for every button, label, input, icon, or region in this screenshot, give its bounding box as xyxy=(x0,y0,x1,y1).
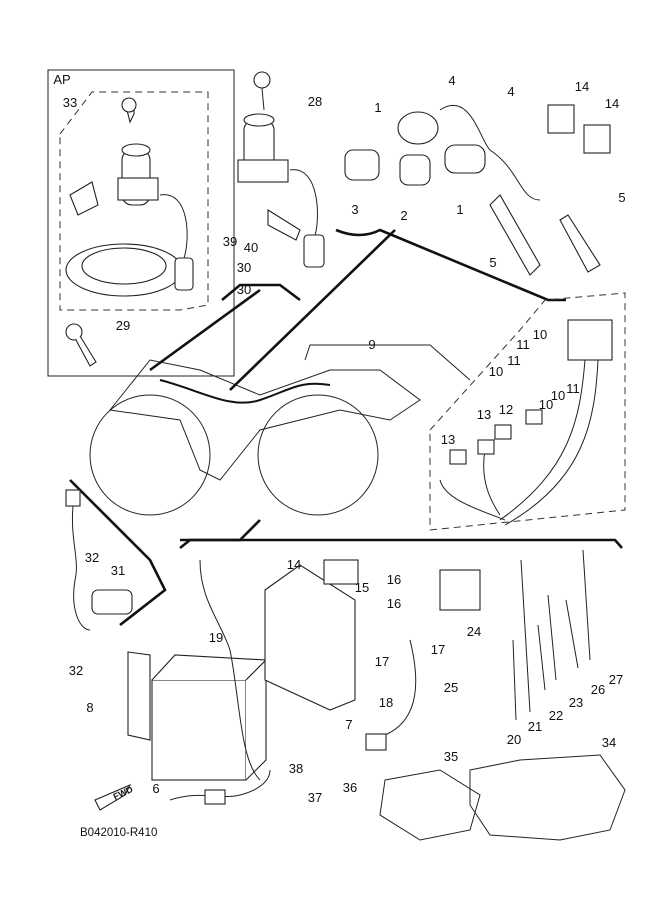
fwd-arrow-label: FWD xyxy=(112,784,135,802)
ap-group-label: AP xyxy=(53,72,70,87)
cable-connector xyxy=(204,789,226,805)
cable-18-end xyxy=(365,733,387,751)
leader-relay-group xyxy=(335,228,566,302)
sensor-31 xyxy=(65,489,133,631)
callout-2: 2 xyxy=(400,208,407,223)
callout-29: 29 xyxy=(116,318,130,333)
relay-parts xyxy=(344,104,611,276)
callout-1: 1 xyxy=(374,100,381,115)
key-29 xyxy=(65,323,97,367)
cable-18 xyxy=(384,639,417,736)
callout-3: 3 xyxy=(351,202,358,217)
harness-dashed-outline xyxy=(429,292,626,531)
leader-28-group xyxy=(221,283,301,302)
callout-18: 18 xyxy=(379,695,393,710)
wire-harness-9 xyxy=(439,319,613,526)
callout-28: 28 xyxy=(308,94,322,109)
leader-sensor-group xyxy=(69,479,167,627)
leader-9 xyxy=(304,344,471,381)
callout-32: 32 xyxy=(85,550,99,565)
callout-14: 14 xyxy=(605,96,619,111)
callout-9: 9 xyxy=(368,337,375,352)
callout-16: 16 xyxy=(387,572,401,587)
callout-16: 16 xyxy=(387,596,401,611)
lower-group-bracket xyxy=(179,538,623,550)
callout-8: 8 xyxy=(86,700,93,715)
callout-27: 27 xyxy=(609,672,623,687)
callout-21: 21 xyxy=(528,719,542,734)
callout-5: 5 xyxy=(489,255,496,270)
callout-14: 14 xyxy=(575,79,589,94)
callout-31: 31 xyxy=(111,563,125,578)
leader-switch-to-bike xyxy=(149,288,261,372)
callout-4: 4 xyxy=(507,84,514,99)
callout-37: 37 xyxy=(308,790,322,805)
callout-17: 17 xyxy=(431,642,445,657)
callout-38: 38 xyxy=(289,761,303,776)
callout-30: 30 xyxy=(237,260,251,275)
callout-39: 39 xyxy=(223,234,237,249)
battery-6 xyxy=(151,654,268,781)
callout-7: 7 xyxy=(345,717,352,732)
callout-22: 22 xyxy=(549,708,563,723)
callout-33: 33 xyxy=(63,95,77,110)
callout-10: 10 xyxy=(539,397,553,412)
callout-30: 30 xyxy=(237,282,251,297)
callout-10: 10 xyxy=(551,388,565,403)
callout-26: 26 xyxy=(591,682,605,697)
leader-lower-group xyxy=(180,519,261,542)
callout-35: 35 xyxy=(444,749,458,764)
callout-17: 17 xyxy=(375,654,389,669)
callout-10: 10 xyxy=(489,364,503,379)
fwd-arrow xyxy=(94,783,132,811)
main-switch-28 xyxy=(237,71,325,268)
main-switch-set-ap xyxy=(65,97,194,297)
callout-36: 36 xyxy=(343,780,357,795)
battery-cable-lower xyxy=(169,769,271,801)
callout-40: 40 xyxy=(244,240,258,255)
callout-25: 25 xyxy=(444,680,458,695)
callout-12: 12 xyxy=(499,402,513,417)
callout-23: 23 xyxy=(569,695,583,710)
battery-band-8 xyxy=(127,651,151,741)
mounting-plates xyxy=(379,754,626,841)
callout-20: 20 xyxy=(507,732,521,747)
motorcycle-outline xyxy=(89,359,421,516)
callout-11: 11 xyxy=(566,381,580,396)
callout-24: 24 xyxy=(467,624,481,639)
callout-15: 15 xyxy=(355,580,369,595)
callout-4: 4 xyxy=(448,73,455,88)
battery-case-7 xyxy=(264,564,356,711)
leader-relay-to-bike xyxy=(229,229,396,391)
callout-14: 14 xyxy=(287,557,301,572)
callout-10: 10 xyxy=(533,327,547,342)
ap-group-box xyxy=(47,69,235,377)
callout-32: 32 xyxy=(69,663,83,678)
cable-ties xyxy=(512,549,591,721)
callout-11: 11 xyxy=(507,353,521,368)
callout-13: 13 xyxy=(441,432,455,447)
callout-5: 5 xyxy=(618,190,625,205)
drawing-code: B042010-R410 xyxy=(80,827,157,839)
starter-relay-15 xyxy=(323,559,481,611)
callout-11: 11 xyxy=(516,337,530,352)
battery-cable xyxy=(199,559,261,781)
callout-1: 1 xyxy=(456,202,463,217)
ap-dashed-outline xyxy=(59,91,209,311)
callout-13: 13 xyxy=(477,407,491,422)
callout-34: 34 xyxy=(602,735,616,750)
callout-6: 6 xyxy=(152,781,159,796)
callout-19: 19 xyxy=(209,630,223,645)
